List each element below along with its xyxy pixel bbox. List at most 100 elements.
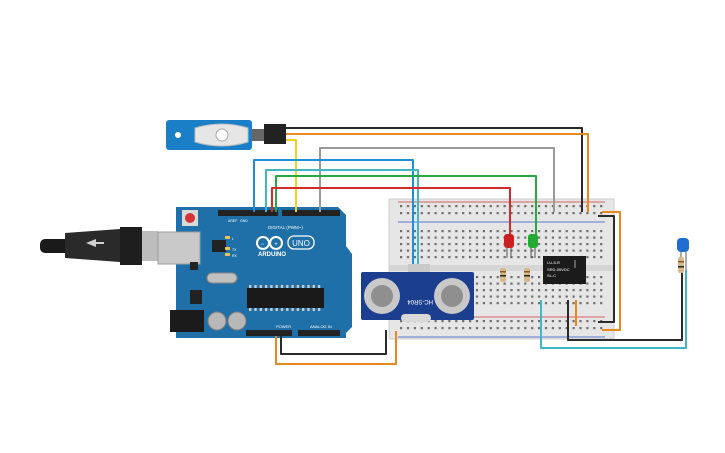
breadboard-hole[interactable] [427,236,430,239]
breadboard-hole[interactable] [524,320,527,323]
breadboard-hole[interactable] [524,230,527,233]
arduino-uno-board[interactable]: − + ARDUINO UNO DIGITAL (PWM~) POWER ANA… [157,207,352,338]
breadboard-hole[interactable] [475,243,479,246]
breadboard-hole[interactable] [496,302,499,305]
breadboard-hole[interactable] [524,302,527,305]
breadboard-hole[interactable] [531,289,534,292]
breadboard-hole[interactable] [441,205,444,208]
breadboard-hole[interactable] [413,243,416,246]
wire-orange-rail[interactable] [602,211,621,331]
breadboard-hole[interactable] [572,289,575,292]
breadboard-hole[interactable] [600,256,603,259]
breadboard-hole[interactable] [538,302,541,305]
breadboard-hole[interactable] [413,249,416,252]
breadboard-hole[interactable] [482,212,485,215]
breadboard-hole[interactable] [572,205,575,208]
breadboard-hole[interactable] [420,230,423,233]
breadboard-hole[interactable] [489,236,492,239]
breadboard-hole[interactable] [462,236,465,239]
breadboard-hole[interactable] [482,327,485,330]
breadboard-hole[interactable] [434,230,437,233]
breadboard-hole[interactable] [524,295,527,298]
breadboard-hole[interactable] [496,295,499,298]
breadboard-hole[interactable] [462,256,465,259]
breadboard-hole[interactable] [489,282,492,285]
wire-blue[interactable] [253,159,414,265]
breadboard-hole[interactable] [517,205,520,208]
breadboard-hole[interactable] [496,282,499,285]
breadboard-hole[interactable] [503,256,506,259]
breadboard-hole[interactable] [551,205,554,208]
breadboard-hole[interactable] [524,205,527,208]
breadboard-hole[interactable] [551,320,554,323]
breadboard-hole[interactable] [517,327,520,330]
breadboard-hole[interactable] [482,205,485,208]
breadboard-hole[interactable] [510,320,513,323]
breadboard-hole[interactable] [427,230,430,233]
breadboard-hole[interactable] [489,327,492,330]
breadboard-hole[interactable] [510,289,513,292]
wire-orange-power[interactable] [275,331,397,365]
breadboard-hole[interactable] [531,205,534,208]
breadboard-hole[interactable] [406,249,410,252]
breadboard-hole[interactable] [524,236,527,239]
breadboard-hole[interactable] [400,212,403,215]
breadboard-hole[interactable] [551,230,554,233]
breadboard-hole[interactable] [448,205,451,208]
breadboard-hole[interactable] [400,327,403,330]
breadboard-hole[interactable] [544,302,548,305]
breadboard-hole[interactable] [427,205,430,208]
breadboard-hole[interactable] [593,282,596,285]
breadboard-hole[interactable] [593,327,596,330]
breadboard-hole[interactable] [531,212,534,215]
breadboard-hole[interactable] [469,320,472,323]
breadboard-hole[interactable] [531,295,534,298]
breadboard-hole[interactable] [413,230,416,233]
breadboard-hole[interactable] [448,256,451,259]
breadboard-hole[interactable] [413,256,416,259]
breadboard-hole[interactable] [551,289,554,292]
breadboard-hole[interactable] [462,212,465,215]
breadboard-hole[interactable] [593,295,596,298]
breadboard-hole[interactable] [462,327,465,330]
breadboard-hole[interactable] [524,256,527,259]
breadboard-hole[interactable] [400,230,403,233]
breadboard-hole[interactable] [586,276,589,279]
breadboard-hole[interactable] [544,230,548,233]
breadboard-hole[interactable] [517,256,520,259]
breadboard-hole[interactable] [510,327,513,330]
breadboard-hole[interactable] [572,249,575,252]
breadboard-hole[interactable] [427,327,430,330]
breadboard-hole[interactable] [441,249,444,252]
breadboard-hole[interactable] [503,289,506,292]
breadboard-hole[interactable] [586,230,589,233]
breadboard-hole[interactable] [565,249,568,252]
breadboard-hole[interactable] [593,243,596,246]
breadboard-hole[interactable] [586,256,589,259]
wires[interactable] [253,127,687,365]
breadboard-hole[interactable] [482,276,485,279]
breadboard-hole[interactable] [434,327,437,330]
breadboard-hole[interactable] [531,302,534,305]
breadboard-hole[interactable] [406,243,410,246]
breadboard-hole[interactable] [586,282,589,285]
breadboard-hole[interactable] [593,320,596,323]
breadboard-hole[interactable] [565,295,568,298]
breadboard-hole[interactable] [565,243,568,246]
breadboard-hole[interactable] [544,205,548,208]
breadboard-hole[interactable] [544,289,548,292]
breadboard-hole[interactable] [538,249,541,252]
usb-cable[interactable] [40,227,158,265]
breadboard-hole[interactable] [565,302,568,305]
breadboard-hole[interactable] [593,236,596,239]
breadboard-hole[interactable] [441,243,444,246]
breadboard-hole[interactable] [586,212,589,215]
breadboard-hole[interactable] [572,320,575,323]
breadboard-hole[interactable] [455,249,458,252]
breadboard-hole[interactable] [503,205,506,208]
breadboard-hole[interactable] [413,205,416,208]
breadboard-hole[interactable] [400,205,403,208]
breadboard-hole[interactable] [600,249,603,252]
breadboard-hole[interactable] [600,295,603,298]
breadboard-hole[interactable] [538,256,541,259]
